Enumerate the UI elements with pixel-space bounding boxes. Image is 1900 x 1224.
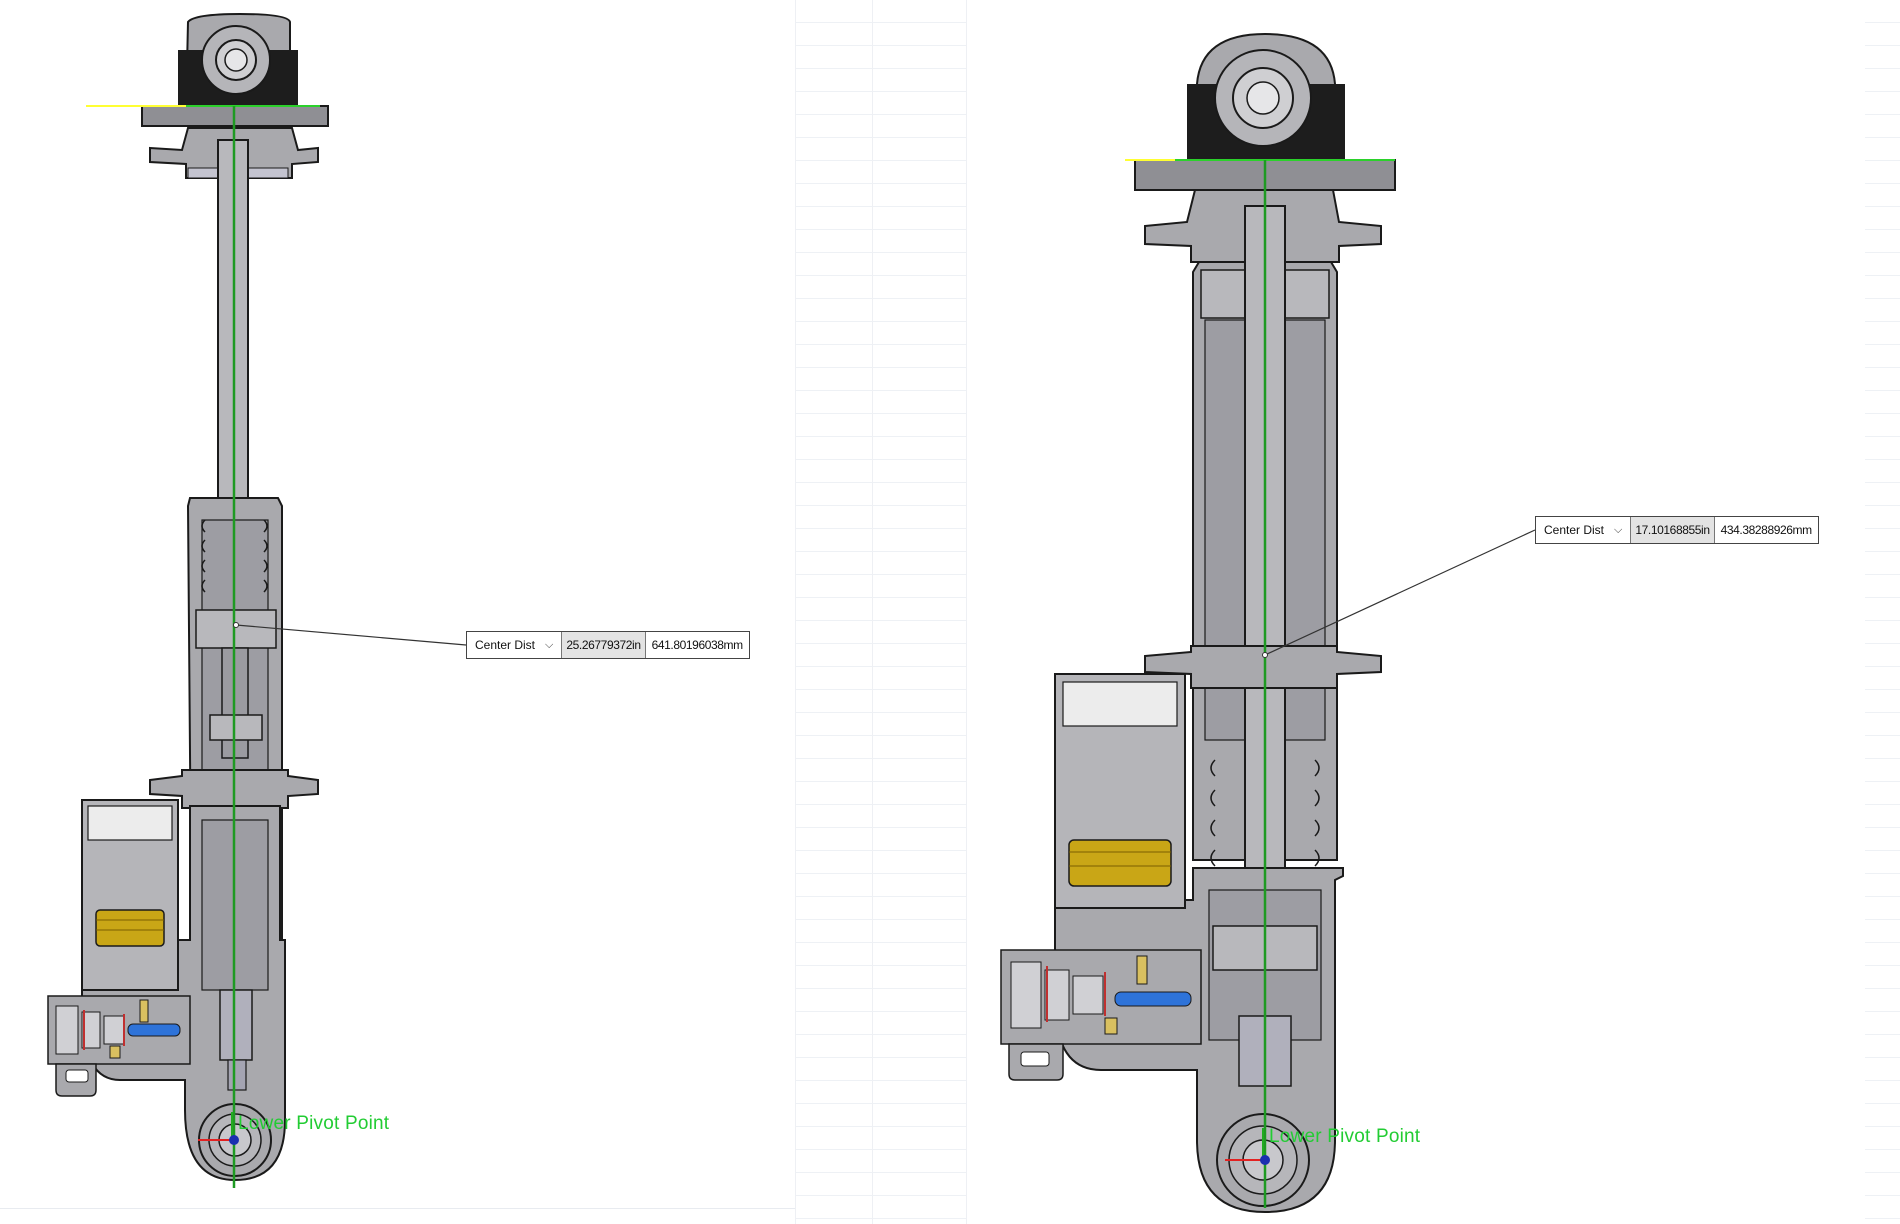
left-shock-view[interactable]: Center Dist ⌵ 25.26779372in 641.80196038… [0,0,795,1224]
grid-divider [0,1208,795,1209]
measure-type-label: Center Dist [1544,523,1605,537]
spreadsheet-grid-right [1865,0,1900,1224]
lower-pivot-label: Lower Pivot Point [1269,1126,1421,1147]
measure-value-mm: 641.80196038mm [651,638,744,652]
measure-value-mm: 434.38288926mm [1720,523,1813,537]
shaft-end [219,989,253,1061]
valve-red-seals [83,1010,125,1050]
measure-type-label: Center Dist [475,638,536,652]
lower-collar [1144,645,1382,689]
valve-details [1010,955,1148,1035]
valve-blue-needle [127,1023,181,1037]
piston-head [195,609,277,649]
measure-type-dropdown[interactable]: Center Dist ⌵ [1536,517,1632,543]
pivot-point [229,1135,239,1145]
valve-details [55,999,149,1059]
measure-type-dropdown[interactable]: Center Dist ⌵ [467,632,563,658]
center-dist-callout[interactable]: Center Dist ⌵ 17.10168855in 434.38288926… [1535,516,1819,544]
reservoir-piston [1068,839,1172,887]
lower-pivot-label: Lower Pivot Point [238,1113,390,1134]
pivot-point [1260,1155,1270,1165]
top-bushing-bore [1246,81,1280,115]
measure-value-in: 17.10168855in [1631,517,1715,543]
valve-red-seals [1046,966,1106,1022]
lower-bumper [209,714,263,741]
valve-blue-needle [1114,991,1192,1007]
measure-leader-line [1264,529,1536,656]
chevron-down-icon: ⌵ [1614,523,1623,536]
chevron-down-icon: ⌵ [545,638,554,651]
reservoir-top [1062,681,1178,727]
right-shock-view[interactable]: Center Dist ⌵ 17.10168855in 434.38288926… [965,0,1865,1224]
spreadsheet-grid-mid [795,0,967,1224]
seal-coils-left [201,519,268,593]
measure-leader-line [235,624,467,646]
shaft-end-tip [227,1059,247,1091]
left-shock-drawing [47,12,467,1188]
reservoir-piston [95,909,165,947]
reservoir-top [87,805,173,841]
right-shock-drawing [1000,32,1536,1214]
spring-coils [1210,759,1320,867]
top-bushing-bore [224,48,248,72]
measure-value-in: 25.26779372in [562,632,646,658]
center-dist-callout[interactable]: Center Dist ⌵ 25.26779372in 641.80196038… [466,631,750,659]
